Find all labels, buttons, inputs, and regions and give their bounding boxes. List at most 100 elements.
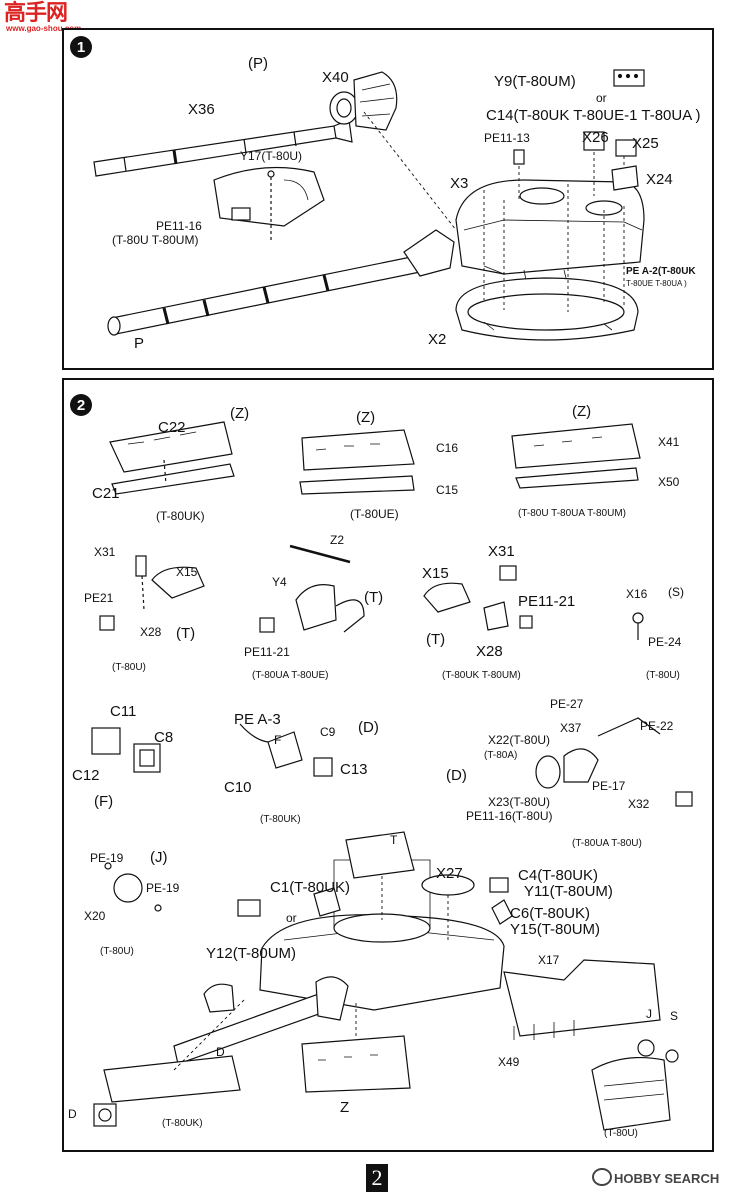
label-c14: C14(T-80UK T-80UE-1 T-80UA ): [486, 107, 701, 124]
label-pea3: PE A-3: [234, 711, 281, 728]
step-2-illustration: [91, 421, 693, 1131]
turret-x3: [455, 179, 645, 281]
label-t-a: (T): [176, 625, 196, 642]
label-pe11-13: PE11-13: [484, 131, 530, 145]
label-pe22: PE-22: [640, 719, 674, 733]
page-number: 2: [366, 1164, 388, 1192]
label-t80u-c: (T-80U): [100, 946, 134, 957]
label-x25: X25: [632, 135, 659, 152]
label-x27: X27: [436, 865, 463, 882]
label-z1: (Z): [230, 405, 250, 422]
label-pe24: PE-24: [648, 635, 682, 649]
part-y9: [613, 69, 645, 87]
label-d-d: D: [68, 1107, 77, 1121]
label-d-a: (D): [358, 719, 379, 736]
step-2-panel: 2: [62, 378, 714, 1152]
label-c8: C8: [154, 729, 174, 746]
label-x16: X16: [626, 587, 648, 601]
watermark-logo: 高手网: [4, 1, 68, 26]
label-x41: X41: [658, 435, 680, 449]
label-x31-a: X31: [94, 545, 116, 559]
label-x28-a: X28: [140, 625, 162, 639]
label-z-bottom: Z: [340, 1099, 350, 1116]
label-x37: X37: [560, 721, 582, 735]
label-x50: X50: [658, 475, 680, 489]
label-x15-b: X15: [422, 565, 449, 582]
label-pea2-note2: T-80UE T-80UA ): [626, 279, 687, 288]
label-t80uk-um-a: (T-80UK T-80UM): [442, 670, 521, 681]
label-z3: (Z): [572, 403, 592, 420]
label-f-a: (F): [94, 793, 114, 810]
searchlight-c13: [239, 723, 333, 777]
label-t80u-d: (T-80U): [604, 1128, 638, 1139]
label-t80ua-ue: (T-80UA T-80UE): [252, 670, 329, 681]
sight-assembly-x28: [423, 565, 533, 631]
label-pe11-16: PE11-16(T-80U): [466, 809, 553, 823]
label-y15: Y15(T-80UM): [510, 921, 601, 938]
turret-gun: [173, 976, 349, 1065]
armor-block-c16: [299, 429, 415, 495]
label-c22: C22: [158, 419, 186, 436]
label-x32: X32: [628, 797, 650, 811]
label-c11: C11: [110, 703, 137, 720]
label-x15-a: X15: [176, 565, 198, 579]
label-c13: C13: [340, 761, 368, 778]
label-j-b: J: [646, 1007, 652, 1021]
step-2-number: 2: [70, 394, 92, 416]
label-x22-note2: (T-80A): [484, 750, 518, 761]
label-x40: X40: [322, 69, 349, 86]
inset-j-s: [591, 1039, 679, 1131]
label-x36: X36: [188, 101, 215, 118]
label-t-b: (T): [364, 589, 384, 606]
label-pe17: PE-17: [592, 779, 626, 793]
label-x31-b: X31: [488, 543, 515, 560]
label-x23: X23(T-80U): [488, 795, 551, 809]
step-1-panel: 1: [62, 28, 714, 370]
label-y17: Y17(T-80U): [240, 149, 303, 163]
label-pe19-b: PE-19: [146, 881, 180, 895]
label-pe19-a: PE-19: [90, 851, 124, 865]
hobby-search-icon: [592, 1168, 612, 1186]
label-t80uk-b: (T-80UK): [260, 814, 301, 825]
step-1-illustration: [93, 69, 645, 341]
label-y9: Y9(T-80UM): [494, 73, 576, 90]
label-p-bottom: P: [134, 335, 145, 352]
label-pe27: PE-27: [550, 697, 584, 711]
part-pe11-13: [513, 149, 525, 165]
label-d-b: (D): [446, 767, 467, 784]
label-or-1: or: [596, 91, 607, 105]
sight-assembly-y4: [259, 544, 365, 633]
label-c1: C1(T-80UK): [270, 879, 351, 896]
label-c16: C16: [436, 441, 459, 455]
label-y4: Y4: [272, 575, 287, 589]
part-x26: [583, 131, 605, 151]
label-pea2: PE A-2(T-80UK: [626, 266, 696, 277]
armor-block-x41: [511, 423, 641, 489]
label-pe11-16-note: (T-80U T-80UM): [112, 233, 199, 247]
label-t80ua-u: (T-80UA T-80U): [572, 838, 642, 849]
part-x24: [611, 165, 639, 191]
step-1-number: 1: [70, 36, 92, 58]
armor-block-c22: [109, 421, 235, 495]
label-j-a: (J): [150, 849, 168, 866]
label-c15: C15: [436, 483, 459, 497]
part-x20: [104, 862, 162, 912]
armor-front-z: [301, 1035, 411, 1093]
small-parts-c4-c6: [237, 877, 513, 925]
label-x49: X49: [498, 1055, 520, 1069]
label-d-c: D: [216, 1045, 225, 1059]
part-x25: [615, 139, 637, 157]
armor-left-d: [93, 1055, 241, 1127]
label-x3: X3: [450, 175, 469, 192]
label-x17: X17: [538, 953, 560, 967]
watermark-url: www.gao-shou.com: [6, 24, 82, 33]
inset-y17-pe11-16: [213, 166, 325, 240]
label-or-2: or: [286, 911, 297, 925]
label-t-c: (T): [426, 631, 446, 648]
label-x26: X26: [582, 129, 609, 146]
label-c10: C10: [224, 779, 252, 796]
label-t80uk-a: (T-80UK): [156, 509, 205, 523]
label-t80u-a: (T-80U): [112, 662, 146, 673]
label-p-top: (P): [248, 55, 268, 72]
label-y12: Y12(T-80UM): [206, 945, 297, 962]
